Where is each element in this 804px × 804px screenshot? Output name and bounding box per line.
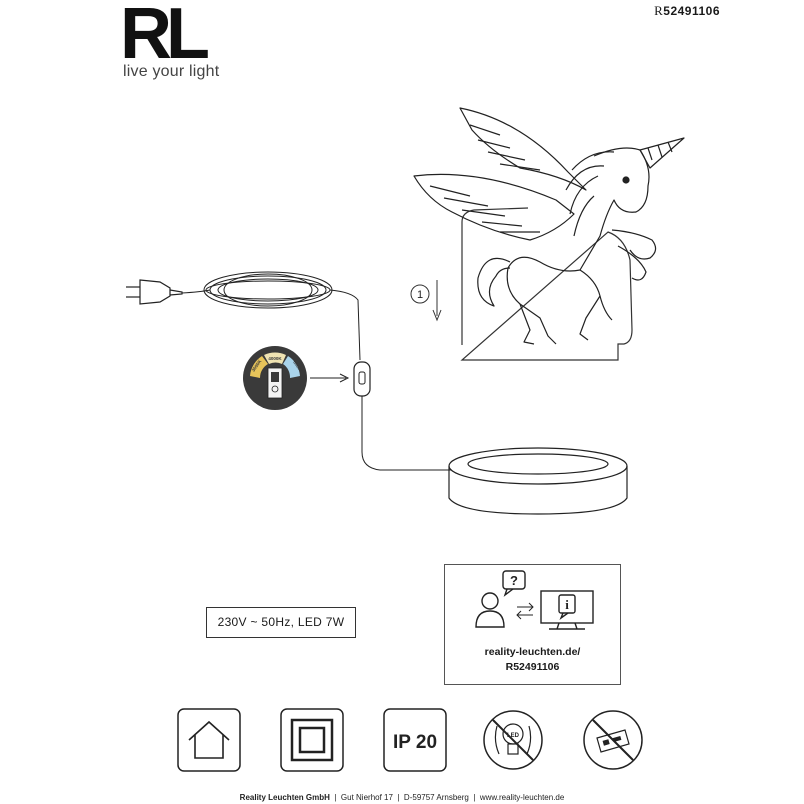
led-not-replaceable-symbol: LED	[481, 708, 545, 772]
right-arrow-icon	[310, 373, 350, 383]
user-question-icon: ?	[475, 570, 526, 628]
protection-class-2-icon	[280, 708, 344, 772]
coiled-cable	[181, 271, 361, 361]
electrical-specification: 230V ~ 50Hz, LED 7W	[206, 607, 356, 638]
online-info-box: ? i reality-leuchten.de/ R52491106	[444, 564, 621, 685]
logo-text: RL	[120, 2, 208, 62]
monitor-info-icon: i	[540, 590, 594, 630]
indoor-use-symbol	[177, 708, 241, 772]
footer-address: Reality Leuchten GmbH | Gut Nierhof 17 |…	[0, 793, 804, 802]
lamp-assembly-diagram: 1 3000K 4000K 6500K	[126, 107, 685, 515]
info-url[interactable]: reality-leuchten.de/	[484, 646, 581, 658]
unicorn-illustration	[413, 107, 685, 345]
footer-street: Gut Nierhof 17	[340, 793, 393, 802]
brand-tagline: live your light	[123, 63, 220, 80]
switch-label-neutral: 4000K	[268, 356, 282, 361]
down-arrow-icon	[432, 280, 442, 322]
footer-company: Reality Leuchten GmbH	[239, 793, 330, 802]
ip-rating-text: IP 20	[393, 732, 437, 753]
footer-separator: |	[397, 793, 400, 802]
protection-class-symbol	[280, 708, 344, 772]
footer-separator: |	[473, 793, 476, 802]
footer-city: D-59757 Arnsberg	[403, 793, 469, 802]
inline-switch	[353, 361, 452, 471]
acrylic-panel	[460, 207, 633, 361]
article-number: R52491106	[654, 3, 720, 19]
info-article-code: R52491106	[505, 661, 560, 673]
ip-rating-icon: IP 20	[383, 708, 447, 772]
footer-separator: |	[334, 793, 337, 802]
question-mark: ?	[510, 573, 518, 588]
ip-rating-symbol: IP 20	[383, 708, 447, 772]
indoor-use-icon	[177, 708, 241, 772]
step-number-circle	[410, 284, 430, 304]
info-mark: i	[565, 597, 569, 612]
color-temperature-switch-detail: 3000K 4000K 6500K	[243, 346, 307, 410]
brand-logo: RL	[120, 0, 224, 74]
euro-plug	[126, 279, 183, 305]
step-number: 1	[417, 289, 423, 301]
led-not-replaceable-icon: LED	[483, 710, 543, 770]
article-number-value: 52491106	[663, 4, 720, 18]
no-household-waste-symbol	[581, 708, 645, 772]
lamp-base	[448, 447, 628, 515]
led-label: LED	[507, 733, 520, 739]
exchange-arrows-icon	[516, 602, 534, 620]
footer-website[interactable]: www.reality-leuchten.de	[479, 793, 565, 802]
article-prefix: R	[654, 3, 664, 18]
no-household-waste-icon	[583, 710, 643, 770]
